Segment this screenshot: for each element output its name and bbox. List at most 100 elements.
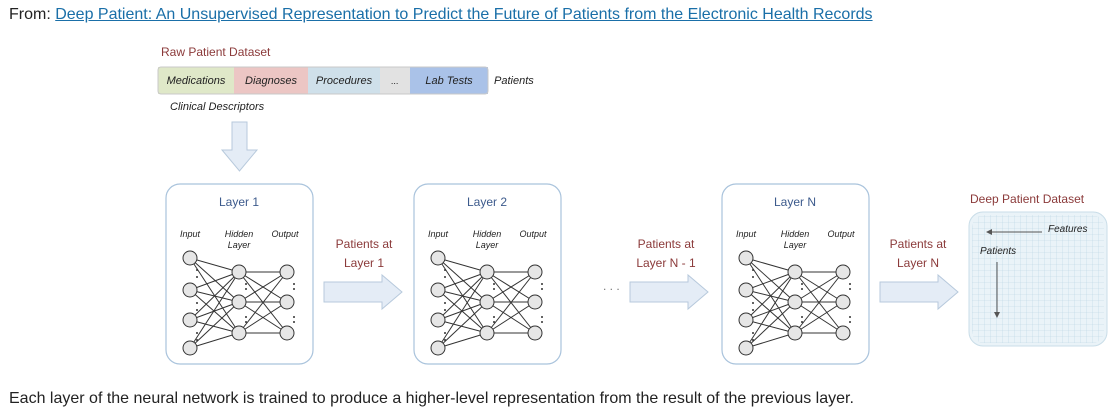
connection	[238, 271, 288, 303]
connection	[437, 301, 488, 321]
descriptor-bar-outline	[157, 66, 489, 95]
input-node	[182, 312, 198, 328]
right-arrow-icon	[323, 273, 403, 311]
ellipsis-dot	[293, 316, 295, 318]
output-node	[279, 294, 295, 310]
connection	[437, 271, 488, 321]
connection	[189, 271, 240, 321]
ellipsis-dot	[444, 276, 446, 278]
hidden-node	[479, 325, 495, 341]
right-arrow-icon	[629, 273, 709, 311]
ellipsis-dot	[493, 283, 495, 285]
connection	[437, 332, 488, 349]
connection	[437, 257, 488, 273]
transition-line1: Patients at	[336, 237, 393, 251]
ellipsis-dot	[541, 321, 543, 323]
connection	[745, 271, 796, 349]
network-connections	[437, 257, 536, 349]
hidden-node	[231, 294, 247, 310]
output-node	[527, 325, 543, 341]
descriptor-label: Lab Tests	[425, 75, 473, 87]
connection	[745, 301, 796, 349]
output-node	[835, 294, 851, 310]
ellipsis-dot	[752, 339, 754, 341]
descriptor-label: Diagnoses	[245, 75, 297, 87]
deep-features-label: Features	[1048, 224, 1087, 235]
connection	[189, 319, 240, 334]
ellipsis-dot	[849, 288, 851, 290]
patients-arrow-head-icon	[994, 312, 1000, 318]
ellipsis-dot	[541, 316, 543, 318]
figure-caption: Each layer of the neural network is trai…	[9, 390, 854, 407]
ellipsis-dot	[444, 302, 446, 304]
hidden-node	[479, 294, 495, 310]
layer-title: Layer N	[774, 195, 816, 209]
patients-label: Patients	[494, 75, 534, 87]
connection	[437, 271, 488, 349]
deep-dataset-grid	[972, 215, 1104, 343]
descriptor-cell	[308, 67, 380, 94]
right-arrow-icon	[879, 273, 959, 311]
connection	[437, 257, 488, 303]
connection	[189, 301, 240, 321]
ellipsis-dot	[245, 283, 247, 285]
deep-dataset-title: Deep Patient Dataset	[970, 192, 1085, 206]
descriptor-label: ...	[391, 76, 399, 86]
source-prefix: From:	[9, 6, 56, 23]
input-node	[182, 340, 198, 356]
hidden-node	[787, 264, 803, 280]
connection	[437, 301, 488, 349]
input-label: Input	[736, 229, 757, 239]
deep-patients-label: Patients	[980, 246, 1016, 257]
connection	[745, 271, 796, 291]
connection	[486, 271, 536, 334]
ellipsis-dot	[196, 309, 198, 311]
ellipsis-dot	[293, 288, 295, 290]
ellipsis-dot	[752, 276, 754, 278]
input-node	[182, 250, 198, 266]
down-arrow-icon	[220, 121, 259, 172]
source-paper-link[interactable]: Deep Patient: An Unsupervised Representa…	[55, 6, 873, 23]
clinical-descriptors-label: Clinical Descriptors	[170, 101, 265, 113]
source-line: From: Deep Patient: An Unsupervised Repr…	[9, 5, 873, 25]
ellipsis: . . .	[603, 279, 620, 293]
ellipsis-dot	[849, 321, 851, 323]
output-node	[279, 264, 295, 280]
input-label: Input	[180, 229, 201, 239]
output-node	[835, 325, 851, 341]
ellipsis-dot	[196, 339, 198, 341]
output-label: Output	[827, 229, 855, 239]
ellipsis-dot	[801, 316, 803, 318]
connection	[745, 319, 796, 334]
input-node	[430, 282, 446, 298]
connection	[189, 271, 240, 291]
connection	[189, 301, 240, 349]
connection	[794, 271, 844, 303]
transition-line1: Patients at	[890, 237, 947, 251]
input-node	[738, 250, 754, 266]
layer-title: Layer 2	[467, 195, 507, 209]
ellipsis-dot	[752, 269, 754, 271]
output-node	[279, 325, 295, 341]
connection	[794, 271, 844, 334]
connection	[189, 271, 240, 349]
connection	[745, 257, 796, 303]
hidden-node	[231, 325, 247, 341]
ellipsis-dot	[752, 309, 754, 311]
network-connections	[745, 257, 844, 349]
connection	[238, 301, 288, 334]
ellipsis-dot	[444, 309, 446, 311]
connection	[189, 257, 240, 273]
ellipsis-dot	[196, 332, 198, 334]
ellipsis-dot	[444, 269, 446, 271]
input-node	[430, 312, 446, 328]
